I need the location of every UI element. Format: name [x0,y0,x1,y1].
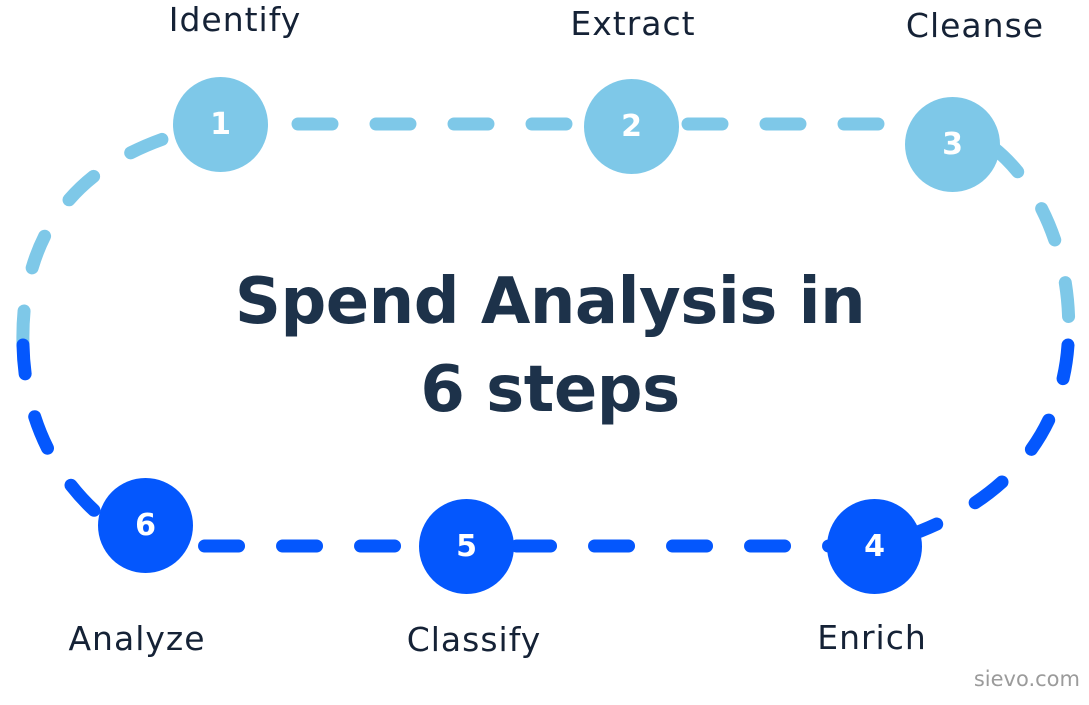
step-6-number: 6 [135,508,156,543]
loop-top-half [16,117,1076,352]
step-6-label: Analyze [68,619,206,658]
loop-bottom-half [16,338,1075,553]
title-line-2: 6 steps [420,353,680,427]
step-5-circle: 5 [419,499,514,594]
step-5-number: 5 [456,529,477,564]
step-2-label: Extract [570,4,696,43]
step-2-number: 2 [621,109,642,144]
step-6-circle: 6 [98,478,193,573]
diagram-title: Spend Analysis in 6 steps [0,258,1089,434]
step-1-number: 1 [210,107,231,142]
step-5-label: Classify [406,620,542,659]
step-4-number: 4 [864,529,885,564]
step-2-circle: 2 [584,79,679,174]
step-3-number: 3 [942,127,963,162]
step-3-label: Cleanse [905,6,1045,45]
step-1-label: Identify [168,0,302,39]
title-line-1: Spend Analysis in [234,265,866,339]
source-watermark: sievo.com [973,667,1080,691]
step-4-label: Enrich [817,618,927,657]
step-4-circle: 4 [827,499,922,594]
step-1-circle: 1 [173,77,268,172]
step-3-circle: 3 [905,97,1000,192]
